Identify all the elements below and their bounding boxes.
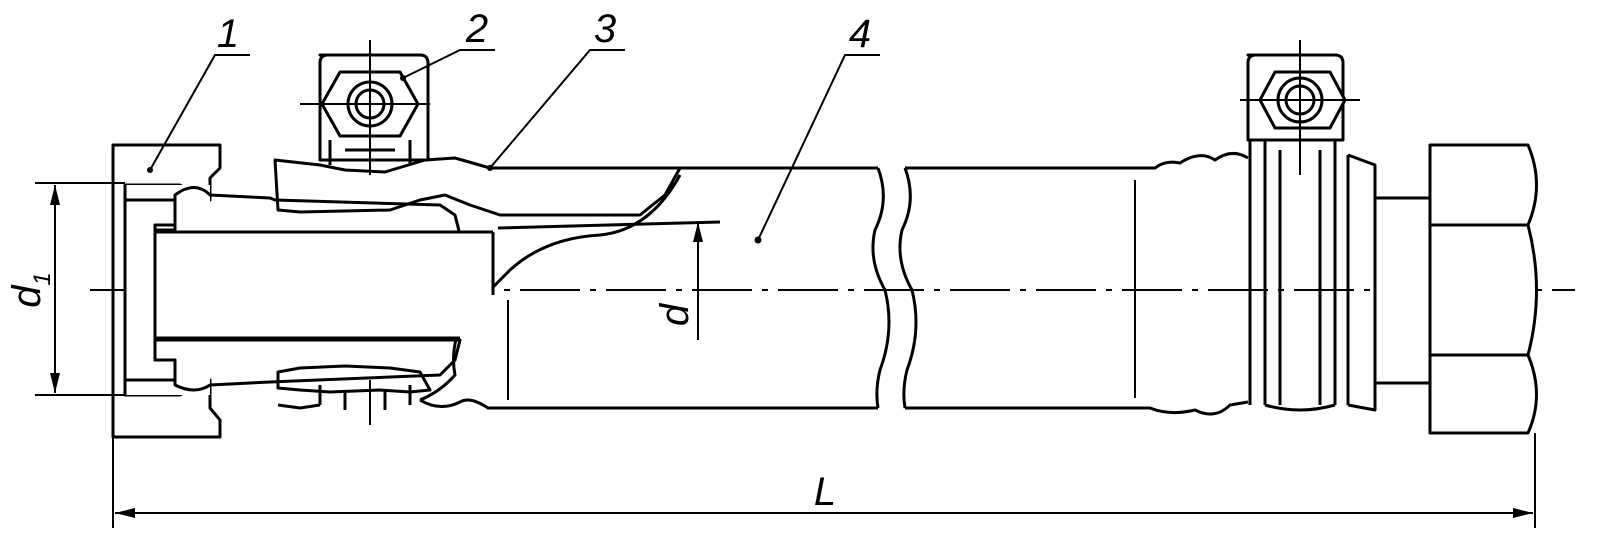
callout-1: 1 (147, 12, 250, 173)
nipple-fitting (153, 186, 495, 392)
hose-clamp-right (1240, 40, 1377, 412)
braided-hose-layer (273, 156, 682, 394)
hose-body (419, 152, 1249, 416)
callout-2: 2 (400, 7, 495, 81)
dimension-label-l: L (814, 470, 836, 514)
dimension-label-d: d (653, 302, 697, 326)
dimension-length: L (112, 433, 1536, 528)
dimension-inner-diameter: d (653, 222, 703, 340)
callout-3: 3 (487, 7, 625, 171)
callout-label-3: 3 (594, 7, 616, 51)
callout-label-1: 1 (217, 12, 239, 56)
hose-clamp-left (277, 40, 430, 425)
callout-label-4: 4 (849, 12, 871, 56)
callout-4: 4 (754, 12, 880, 244)
end-fitting-right (1373, 143, 1538, 435)
dimension-outer-diameter: d1 (5, 182, 125, 396)
dimension-label-d1: d1 (5, 272, 56, 308)
callout-label-2: 2 (465, 7, 488, 51)
